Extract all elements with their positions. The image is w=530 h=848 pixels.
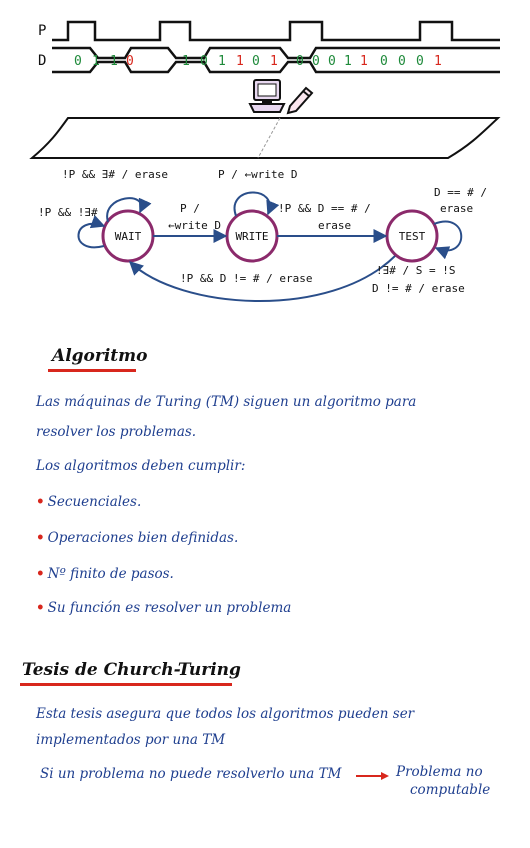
implies-arrow-icon [381,772,389,780]
algo-p1-line1: Las máquinas de Turing (TM) siguen un al… [36,394,417,410]
timing-bit: 1 [182,54,190,69]
d-waveform-bottom [52,60,500,74]
arrow-write-self [233,191,280,217]
d-waveform-top [52,46,500,60]
bullet-dot: • [36,566,45,582]
church-title-underline [20,683,232,686]
timing-bit: 0 [312,54,320,69]
timing-bit: 1 [92,54,100,69]
ct-result-line1: Problema no [396,764,483,780]
tape [29,117,501,159]
algo-p1-line2: resolver los problemas. [36,424,197,440]
ct-line2: implementados por una TM [36,732,226,748]
p-waveform [52,20,500,42]
label-t9: D != # / erase [372,282,465,295]
algo-title-underline [48,369,136,372]
arrow-test-to-wait [128,255,396,302]
timing-bit: 1 [236,54,244,69]
label-t6b: erase [440,202,473,215]
label-t5b: erase [318,219,351,232]
implies-arrow-line [356,775,382,777]
timing-bit: 0 [416,54,424,69]
arrow-wait-self-top [106,197,152,223]
bullet-3-text: Nº finito de pasos. [47,566,174,582]
pencil-icon [286,86,314,115]
ct-line3: Si un problema no puede resolverlo una T… [40,766,342,782]
algo-title: Algoritmo [52,346,148,366]
bullet-dot: • [36,530,45,546]
bullet-1-text: Secuenciales. [47,494,142,510]
bullet-3: •Nº finito de pasos. [36,566,174,582]
timing-bit: 1 [434,54,442,69]
label-t2: P / ←write D [218,168,297,181]
algo-p2: Los algoritmos deben cumplir: [36,458,246,474]
church-title: Tesis de Church-Turing [22,660,241,680]
label-t5a: !P && D == # / [278,202,371,215]
timing-bit: 1 [270,54,278,69]
timing-bit: 1 [110,54,118,69]
timing-bit: 1 [360,54,368,69]
state-write-label: WRITE [235,230,268,243]
bullet-4-text: Su función es resolver un problema [47,600,292,616]
timing-bit: 0 [328,54,336,69]
timing-bit: 1 [344,54,352,69]
computer-icon [248,79,286,113]
transition-labels: !P && ∃# / erase P / ←write D !P && !∃# … [38,168,487,295]
label-t3: !P && !∃# [38,206,98,219]
arrow-wait-self-left [77,215,106,249]
p-signal-label: P [38,23,46,39]
state-wait-label: WAIT [115,230,142,243]
state-machine: WAIT WRITE TEST !P && ∃# / erase P / ←wr… [38,168,487,302]
label-t8: !∃# / S = !S [376,264,455,277]
timing-bit: 0 [296,54,304,69]
arrow-test-self [433,220,463,260]
timing-bit: 0 [74,54,82,69]
ct-result-line2: computable [410,782,491,798]
bullet-1: •Secuenciales. [36,494,141,510]
label-t4a: P / [180,202,200,215]
bullet-dot: • [36,600,45,616]
label-t7: !P && D != # / erase [180,272,312,285]
timing-bit: 0 [398,54,406,69]
label-t6a: D == # / [434,186,487,199]
d-signal-label: D [38,53,46,69]
label-t4b: ←write D [168,219,221,232]
bullet-2: •Operaciones bien definidas. [36,530,238,546]
state-test-label: TEST [399,230,426,243]
timing-bit: 0 [126,54,134,69]
tape-machine [29,79,501,159]
timing-bit: 0 [252,54,260,69]
label-t1: !P && ∃# / erase [62,168,168,181]
bullet-4: •Su función es resolver un problema [36,600,291,616]
timing-bit: 1 [218,54,226,69]
bullet-dot: • [36,494,45,510]
timing-bit: 0 [200,54,208,69]
tape-divider [257,117,281,159]
ct-line1: Esta tesis asegura que todos los algorit… [36,706,415,722]
bullet-2-text: Operaciones bien definidas. [47,530,239,546]
timing-bit: 0 [380,54,388,69]
